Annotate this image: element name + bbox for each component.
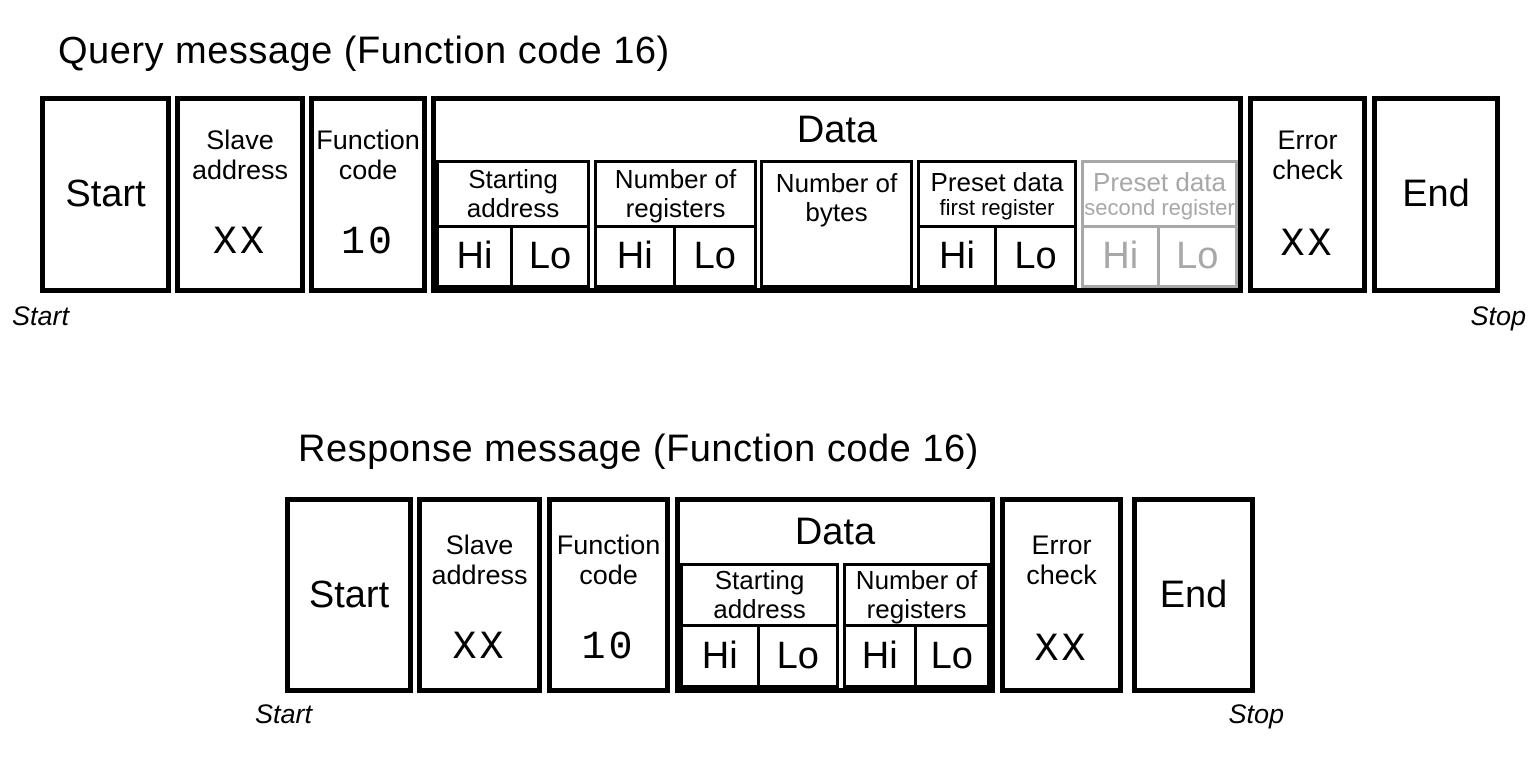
- response-slave-address-value: XX: [452, 626, 507, 671]
- query-number-of-registers-header: Number of registers: [594, 160, 757, 228]
- query-end-label: End: [1402, 173, 1470, 215]
- query-error-check-label: Error check: [1272, 125, 1343, 186]
- hi-label: Hi: [616, 235, 653, 277]
- query-preset-data-second-column: Preset data second register Hi Lo: [1081, 160, 1238, 288]
- response-starting-address-column: Starting address Hi Lo: [680, 563, 839, 688]
- query-error-check-box: Error check XX: [1248, 96, 1367, 293]
- lo-label: Lo: [693, 235, 736, 277]
- preset-data-second-line2: second register: [1084, 195, 1235, 221]
- query-starting-address-header: Starting address: [436, 160, 590, 228]
- query-number-of-registers-hi-cell: Hi: [594, 228, 676, 288]
- lo-label: Lo: [776, 634, 819, 677]
- response-data-box: Data Starting address Hi Lo Number of re…: [675, 497, 995, 693]
- response-starting-address-lo-cell: Lo: [759, 627, 839, 688]
- query-preset-data-second-hi-cell: Hi: [1081, 228, 1160, 288]
- lo-label: Lo: [528, 235, 572, 277]
- response-number-of-registers-column: Number of registers Hi Lo: [843, 563, 990, 688]
- query-slave-address-value: XX: [212, 221, 267, 266]
- response-function-code-label: Function code: [556, 530, 661, 591]
- query-starting-address-hi-cell: Hi: [436, 228, 513, 288]
- lo-label: Lo: [1176, 235, 1219, 277]
- preset-data-first-line2: first register: [939, 195, 1055, 221]
- query-number-of-bytes-column: Number of bytes: [760, 160, 913, 288]
- response-error-check-value: XX: [1034, 628, 1089, 673]
- lo-label: Lo: [1014, 235, 1057, 277]
- query-start-box: Start: [40, 96, 171, 293]
- query-title: Query message (Function code 16): [58, 30, 670, 72]
- query-stop-caption: Stop: [1470, 301, 1526, 331]
- hi-label: Hi: [861, 634, 898, 677]
- response-starting-address-header: Starting address: [680, 563, 839, 627]
- preset-data-second-line1: Preset data: [1093, 166, 1226, 197]
- response-start-caption: Start: [255, 699, 313, 729]
- query-end-box: End: [1372, 96, 1500, 293]
- query-preset-data-first-header: Preset data first register: [917, 160, 1077, 228]
- query-preset-data-second-lo-cell: Lo: [1159, 228, 1238, 288]
- query-data-label: Data: [796, 109, 878, 151]
- query-number-of-registers-lo-cell: Lo: [675, 228, 757, 288]
- query-starting-address-lo-cell: Lo: [513, 228, 590, 288]
- response-end-label: End: [1159, 573, 1228, 616]
- query-data-box: Data Starting address Hi Lo Number of re…: [431, 96, 1243, 293]
- hi-label: Hi: [456, 235, 493, 277]
- query-number-of-bytes-cell: Number of bytes: [760, 160, 913, 288]
- query-function-code-value: 10: [340, 221, 395, 266]
- query-slave-address-label: Slave address: [191, 125, 289, 186]
- query-preset-data-first-hi-cell: Hi: [917, 228, 997, 288]
- response-starting-address-hi-cell: Hi: [680, 627, 760, 688]
- response-number-of-registers-hi-cell: Hi: [843, 627, 917, 688]
- hi-label: Hi: [1102, 235, 1139, 277]
- response-slave-address-label: Slave address: [431, 530, 528, 591]
- response-start-box: Start: [285, 497, 413, 693]
- response-data-label: Data: [794, 511, 876, 553]
- preset-data-first-line1: Preset data: [930, 166, 1064, 197]
- query-start-label: Start: [65, 173, 146, 215]
- query-start-caption: Start: [12, 301, 70, 331]
- response-slave-address-box: Slave address XX: [417, 497, 542, 693]
- response-title: Response message (Function code 16): [298, 428, 979, 470]
- query-starting-address-column: Starting address Hi Lo: [436, 160, 590, 288]
- query-preset-data-first-column: Preset data first register Hi Lo: [917, 160, 1077, 288]
- response-number-of-registers-header: Number of registers: [843, 563, 990, 627]
- lo-label: Lo: [930, 634, 973, 677]
- response-start-label: Start: [308, 573, 390, 616]
- query-slave-address-box: Slave address XX: [175, 96, 305, 293]
- response-stop-caption: Stop: [1228, 699, 1284, 729]
- query-function-code-label: Function code: [316, 125, 420, 186]
- query-preset-data-second-header: Preset data second register: [1081, 160, 1238, 228]
- response-error-check-box: Error check XX: [1000, 497, 1123, 693]
- response-function-code-box: Function code 10: [547, 497, 670, 693]
- response-number-of-registers-lo-cell: Lo: [916, 627, 990, 688]
- response-error-check-label: Error check: [1026, 530, 1097, 591]
- response-end-box: End: [1132, 497, 1255, 693]
- response-function-code-value: 10: [581, 626, 636, 671]
- hi-label: Hi: [701, 634, 738, 677]
- hi-label: Hi: [939, 235, 975, 277]
- query-function-code-box: Function code 10: [309, 96, 427, 293]
- query-error-check-value: XX: [1280, 223, 1335, 268]
- query-preset-data-first-lo-cell: Lo: [997, 228, 1077, 288]
- query-number-of-registers-column: Number of registers Hi Lo: [594, 160, 757, 288]
